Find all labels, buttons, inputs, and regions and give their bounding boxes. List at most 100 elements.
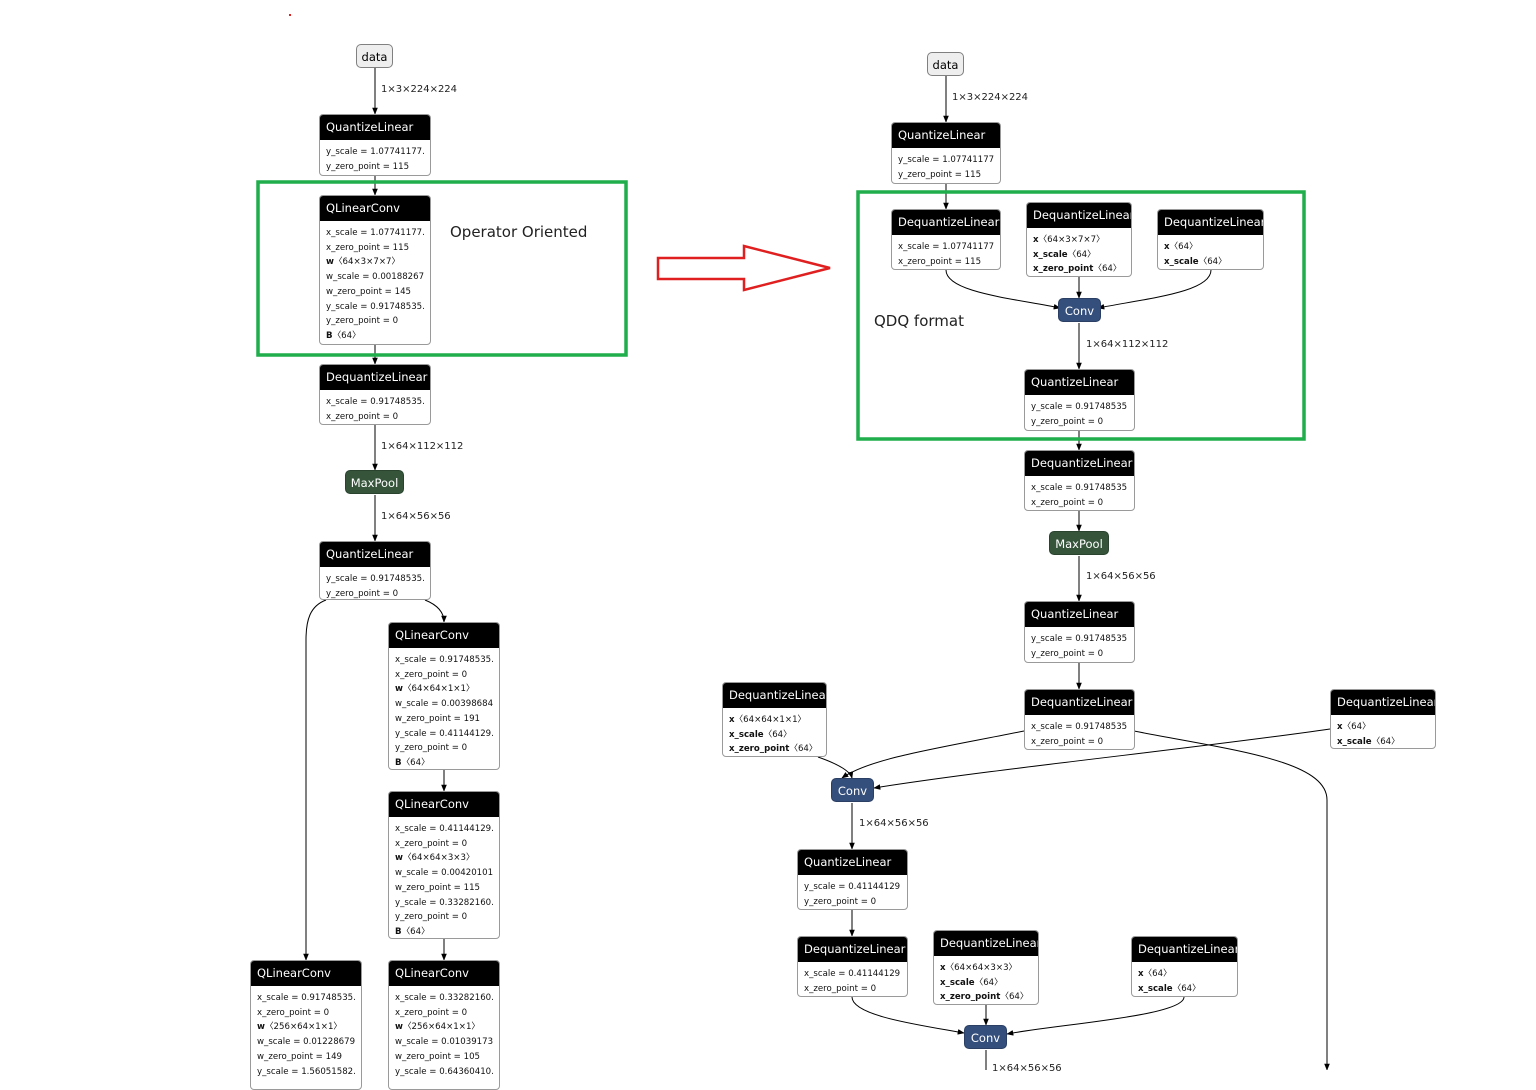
node-title: DequantizeLinear bbox=[934, 931, 1038, 956]
edge-label: 1×3×224×224 bbox=[952, 92, 1029, 103]
node-attr: y_zero_point = 0 bbox=[326, 588, 399, 599]
node-attr: x〈64×64×3×3〉 bbox=[940, 963, 1018, 973]
node-attr: w〈256×64×1×1〉 bbox=[395, 1022, 481, 1033]
node-attr: x_scale = 0.91748535... bbox=[1031, 483, 1128, 493]
conv-node[interactable]: Conv bbox=[831, 778, 874, 802]
node-attr: x〈64×3×7×7〉 bbox=[1033, 235, 1105, 245]
edge-label: 1×64×56×56 bbox=[859, 818, 929, 829]
node-attributes: y_scale = 0.91748535... y_zero_point = 0 bbox=[1025, 395, 1134, 430]
node-attr: x_zero_point = 0 bbox=[395, 669, 468, 680]
qlinearconv-node[interactable]: QLinearConv x_scale = 0.91748535... x_ze… bbox=[250, 960, 362, 1090]
node-attr: x〈64〉 bbox=[1138, 969, 1172, 979]
node-attributes: x_scale = 0.91748535... x_zero_point = 0 bbox=[1025, 476, 1134, 510]
node-attr: x_scale〈64〉 bbox=[940, 977, 1003, 988]
qlinearconv-node[interactable]: QLinearConv x_scale = 1.07741177... x_ze… bbox=[319, 195, 431, 345]
dequantizelinear-bias-node[interactable]: DequantizeLinear x〈64〉 x_scale〈64〉 bbox=[1157, 209, 1264, 270]
quantizelinear-node[interactable]: QuantizeLinear y_scale = 0.91748535... y… bbox=[319, 541, 431, 600]
edge bbox=[851, 996, 965, 1035]
conv-node[interactable]: Conv bbox=[1058, 298, 1101, 322]
edge bbox=[841, 730, 1025, 779]
node-attributes: x_scale = 1.07741177... x_zero_point = 1… bbox=[320, 221, 430, 344]
node-title: DequantizeLinear bbox=[1331, 690, 1435, 715]
node-attr: x_zero_point = 0 bbox=[257, 1007, 330, 1018]
edge bbox=[1133, 730, 1330, 1070]
dequantizelinear-node[interactable]: DequantizeLinear x_scale = 0.91748535...… bbox=[319, 364, 431, 425]
quantizelinear-node[interactable]: QuantizeLinear y_scale = 1.07741177... y… bbox=[891, 122, 1001, 184]
edge-label: 1×64×56×56 bbox=[992, 1063, 1062, 1074]
node-attributes: y_scale = 0.41144129... y_zero_point = 0 bbox=[798, 875, 907, 909]
node-attributes: y_scale = 1.07741177... y_zero_point = 1… bbox=[892, 148, 1000, 183]
node-attr: y_scale = 0.91748535... bbox=[326, 574, 424, 584]
node-title: QuantizeLinear bbox=[1025, 602, 1134, 627]
dequantizelinear-bias-node[interactable]: DequantizeLinear x〈64〉 x_scale〈64〉 bbox=[1131, 936, 1238, 997]
dequantizelinear-node[interactable]: DequantizeLinear x_scale = 0.91748535...… bbox=[1024, 689, 1135, 750]
qlinearconv-node[interactable]: QLinearConv x_scale = 0.33282160... x_ze… bbox=[388, 960, 500, 1090]
edge-label: 1×64×112×112 bbox=[381, 441, 464, 452]
dequantizelinear-node[interactable]: DequantizeLinear x_scale = 0.41144129...… bbox=[797, 936, 908, 997]
node-attr: y_scale = 1.07741177... bbox=[898, 155, 994, 165]
node-title: DequantizeLinear bbox=[723, 683, 826, 708]
node-attr: x_scale = 0.91748535... bbox=[326, 397, 424, 407]
dequantizelinear-node[interactable]: DequantizeLinear x_scale = 1.07741177...… bbox=[891, 209, 1001, 270]
dequantizelinear-weight-node[interactable]: DequantizeLinear x〈64×3×7×7〉 x_scale〈64〉… bbox=[1026, 202, 1132, 277]
node-attributes: x_scale = 0.41144129... x_zero_point = 0 bbox=[798, 962, 907, 996]
node-attr: x_zero_point = 115 bbox=[898, 256, 982, 267]
operator-oriented-highlight bbox=[256, 180, 628, 357]
node-title: DequantizeLinear bbox=[1025, 451, 1134, 476]
node-attributes: x〈64×64×3×3〉 x_scale〈64〉 x_zero_point〈64… bbox=[934, 956, 1038, 1004]
node-attr: y_scale = 0.91748535... bbox=[1031, 634, 1128, 644]
qlinearconv-node[interactable]: QLinearConv x_scale = 0.91748535... x_ze… bbox=[388, 622, 500, 770]
node-attr: y_zero_point = 0 bbox=[1031, 416, 1104, 427]
node-title: DequantizeLinear bbox=[798, 937, 907, 962]
quantizelinear-node[interactable]: QuantizeLinear y_scale = 0.41144129... y… bbox=[797, 849, 908, 910]
dequantizelinear-weight-node[interactable]: DequantizeLinear x〈64×64×1×1〉 x_scale〈64… bbox=[722, 682, 827, 757]
quantizelinear-node[interactable]: QuantizeLinear y_scale = 0.91748535... y… bbox=[1024, 601, 1135, 663]
dequantizelinear-node[interactable]: DequantizeLinear x_scale = 0.91748535...… bbox=[1024, 450, 1135, 511]
node-attr: y_zero_point = 115 bbox=[898, 169, 982, 180]
node-attr: x_zero_point = 0 bbox=[395, 838, 468, 849]
node-title: DequantizeLinear bbox=[892, 210, 1000, 235]
node-attributes: y_scale = 1.07741177... y_zero_point = 1… bbox=[320, 140, 430, 175]
node-attr: x_scale〈64〉 bbox=[1337, 736, 1400, 747]
node-attributes: x〈64×3×7×7〉 x_scale〈64〉 x_zero_point〈64〉 bbox=[1027, 228, 1131, 276]
input-data-node[interactable]: data bbox=[927, 52, 964, 76]
node-attr: x_zero_point = 0 bbox=[1031, 736, 1104, 747]
edge bbox=[945, 269, 1061, 310]
edge bbox=[424, 599, 447, 623]
edge bbox=[873, 728, 1331, 790]
node-attr: w〈64×64×1×1〉 bbox=[395, 684, 475, 695]
node-attr: x_zero_point = 0 bbox=[804, 983, 877, 994]
qlinearconv-node[interactable]: QLinearConv x_scale = 0.41144129... x_ze… bbox=[388, 791, 500, 939]
node-attr: y_scale = 0.64360410... bbox=[395, 1066, 493, 1077]
node-attr: y_scale = 1.56051582... bbox=[257, 1066, 355, 1077]
node-title: QuantizeLinear bbox=[320, 115, 430, 140]
node-attr: x_scale = 1.07741177... bbox=[898, 242, 994, 252]
node-title: DequantizeLinear bbox=[1025, 690, 1134, 715]
dequantizelinear-weight-node[interactable]: DequantizeLinear x〈64×64×3×3〉 x_scale〈64… bbox=[933, 930, 1039, 1005]
maxpool-node[interactable]: MaxPool bbox=[345, 470, 404, 494]
node-attr: B〈64〉 bbox=[395, 926, 430, 937]
node-attributes: x_scale = 0.33282160... x_zero_point = 0… bbox=[389, 986, 499, 1083]
quantizelinear-node[interactable]: QuantizeLinear y_scale = 1.07741177... y… bbox=[319, 114, 431, 176]
node-attr: w_zero_point = 105 bbox=[395, 1051, 481, 1062]
edge-label: 1×3×224×224 bbox=[381, 84, 458, 95]
quantizelinear-node[interactable]: QuantizeLinear y_scale = 0.91748535... y… bbox=[1024, 369, 1135, 431]
node-attributes: y_scale = 0.91748535... y_zero_point = 0 bbox=[1025, 627, 1134, 662]
edge bbox=[1097, 269, 1212, 310]
node-attr: x_scale〈64〉 bbox=[1164, 256, 1227, 267]
node-attr: y_scale = 0.33282160... bbox=[395, 897, 493, 908]
node-attributes: x_scale = 0.91748535... x_zero_point = 0… bbox=[389, 648, 499, 769]
input-data-node[interactable]: data bbox=[356, 44, 393, 68]
node-attr: x_zero_point〈64〉 bbox=[729, 744, 818, 755]
maxpool-node[interactable]: MaxPool bbox=[1049, 531, 1109, 555]
edge bbox=[817, 756, 854, 779]
node-attr: w_scale = 0.00188267... bbox=[326, 272, 424, 283]
edge bbox=[1006, 996, 1185, 1036]
node-attr: w〈64×64×3×3〉 bbox=[395, 853, 475, 864]
node-attr: y_zero_point = 0 bbox=[395, 743, 468, 754]
node-attr: x〈64〉 bbox=[1337, 722, 1371, 732]
conv-node[interactable]: Conv bbox=[964, 1025, 1007, 1049]
node-title: DequantizeLinear bbox=[1027, 203, 1131, 228]
dequantizelinear-bias-node[interactable]: DequantizeLinear x〈64〉 x_scale〈64〉 bbox=[1330, 689, 1436, 749]
node-attr: x_scale = 0.33282160... bbox=[395, 993, 493, 1003]
